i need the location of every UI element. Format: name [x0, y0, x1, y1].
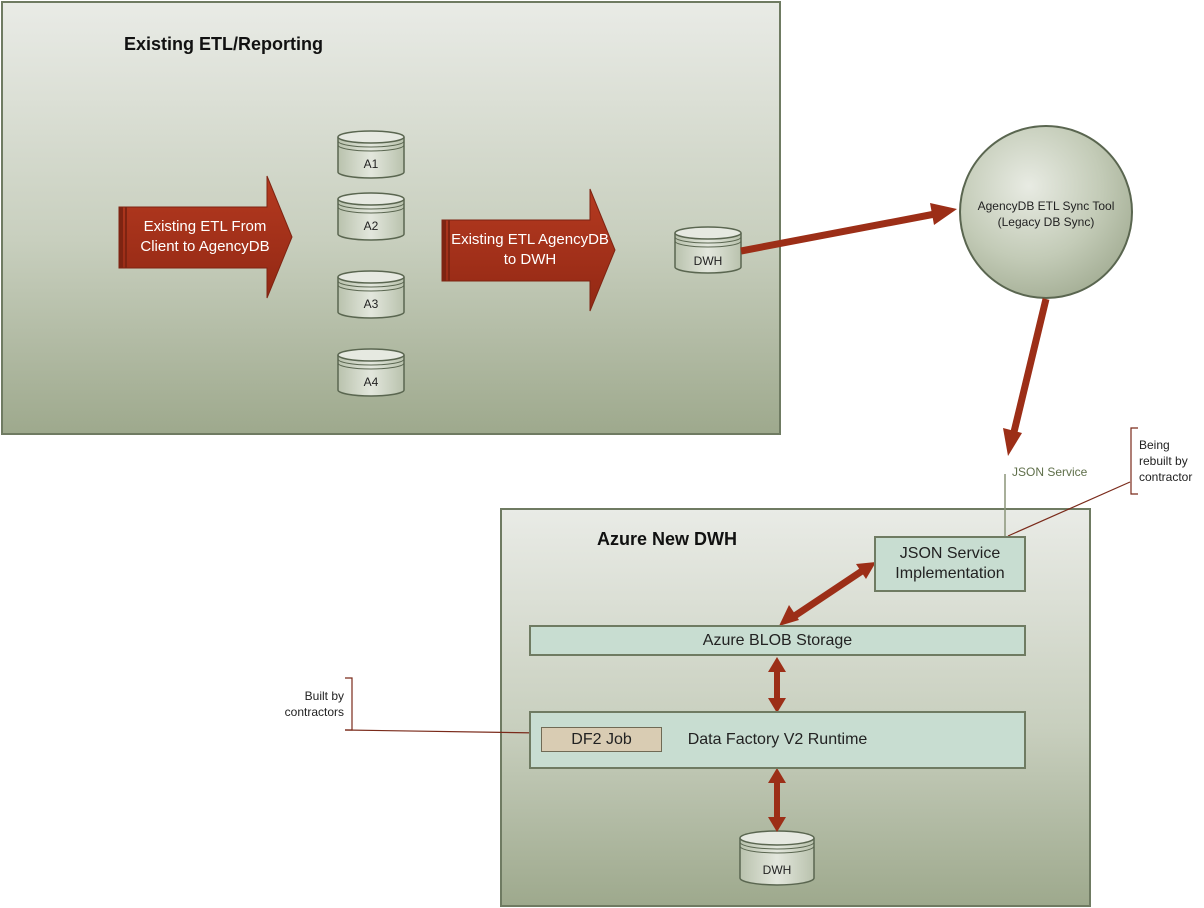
database-a3-icon [337, 270, 405, 319]
database-a1-label: A1 [363, 157, 379, 171]
database-dwh-legacy-icon [674, 226, 742, 274]
built-by-contractors-note: Built by contractors [284, 689, 344, 719]
database-a3-label: A3 [363, 297, 379, 311]
database-a2-icon [337, 192, 405, 241]
database-dwh-azure-icon [739, 830, 815, 886]
json-service-interface-label: JSON Service [1012, 465, 1088, 479]
database-a2-label: A2 [363, 219, 379, 233]
etl-dwh-arrow-label: Existing ETL AgencyDB to DWH [451, 231, 609, 268]
built-callout-line [344, 677, 542, 734]
blob-json-double-arrow [779, 562, 876, 626]
etl-dwh-arrow-shape [441, 188, 616, 312]
azure-panel-title: Azure New DWH [597, 529, 738, 549]
azure-blob-storage-box: Azure BLOB Storage [529, 625, 1026, 656]
sync-to-json-arrow [1003, 298, 1050, 456]
df2-job-box: DF2 Job [541, 727, 662, 752]
datafactory-dwh-double-arrow [768, 768, 786, 832]
database-dwh-azure-label: DWH [762, 863, 792, 877]
dwh-to-sync-arrow [740, 203, 957, 255]
sync-tool-circle [959, 125, 1133, 299]
rebuilt-callout-line [1007, 427, 1138, 537]
database-dwh-legacy-label: DWH [693, 254, 723, 268]
json-service-implementation-box: JSON Service Implementation [874, 536, 1026, 592]
sync-tool-label: AgencyDB ETL Sync Tool (Legacy DB Sync) [977, 199, 1115, 229]
database-a4-label: A4 [363, 375, 379, 389]
database-a1-icon [337, 130, 405, 179]
etl-client-arrow-label: Existing ETL From Client to AgencyDB [140, 218, 270, 255]
rebuilt-by-contractor-note: Being rebuilt by contractor [1139, 438, 1193, 484]
data-factory-runtime-label: Data Factory V2 Runtime [687, 731, 868, 748]
blob-datafactory-double-arrow [768, 657, 786, 713]
existing-etl-panel-title: Existing ETL/Reporting [124, 34, 324, 54]
database-a4-icon [337, 348, 405, 397]
etl-client-arrow-shape [118, 175, 293, 299]
